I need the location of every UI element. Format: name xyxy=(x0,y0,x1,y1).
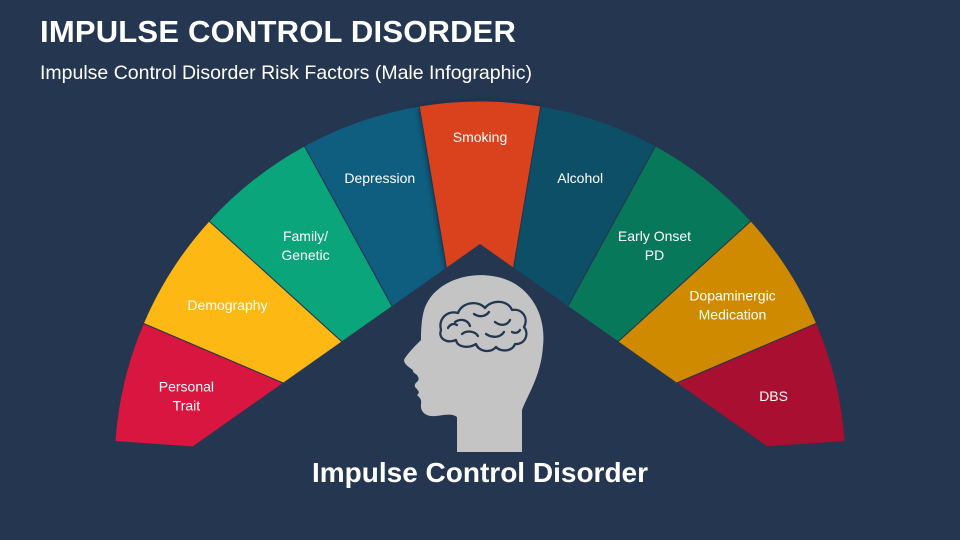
center-label: Impulse Control Disorder xyxy=(312,457,648,488)
segment-label-alcohol: Alcohol xyxy=(557,170,603,186)
segment-label-smoking: Smoking xyxy=(453,129,507,145)
segment-label-depression: Depression xyxy=(344,170,415,186)
segment-label-dbs: DBS xyxy=(759,388,788,404)
slide-title: IMPULSE CONTROL DISORDER xyxy=(40,14,517,49)
segment-label-demography: Demography xyxy=(187,297,267,313)
slide-subtitle: Impulse Control Disorder Risk Factors (M… xyxy=(40,62,532,84)
human-head-brain-icon xyxy=(404,275,544,452)
segment-label-family-genetic: Family/Genetic xyxy=(281,228,329,263)
